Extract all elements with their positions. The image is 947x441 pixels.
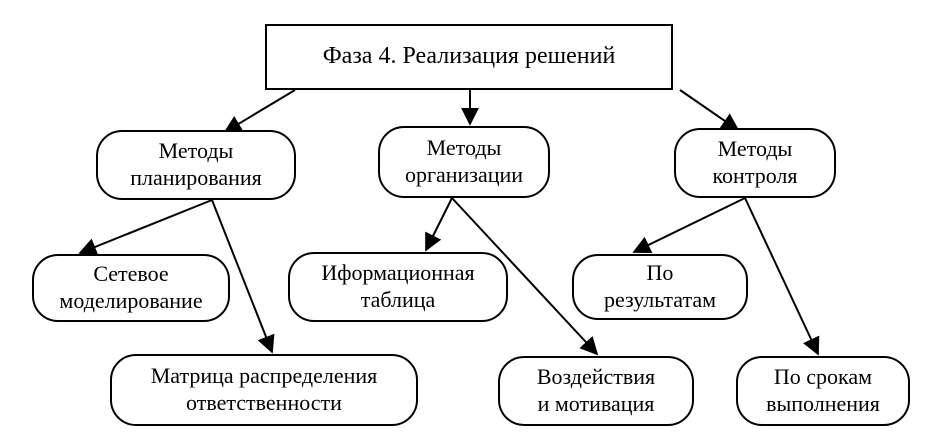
planning-methods-box: Методы планирования bbox=[96, 130, 296, 200]
by-results-label: По результатам bbox=[603, 260, 717, 312]
network-modeling-box: Сетевое моделирование bbox=[32, 254, 230, 322]
arrow-planning-to-matrix bbox=[211, 199, 275, 354]
root-phase-box: Фаза 4. Реализация решений bbox=[265, 24, 673, 90]
arrow-root-to-planning bbox=[223, 89, 296, 133]
planning-methods-label: Методы планирования bbox=[130, 138, 262, 190]
organization-methods-label: Методы организации bbox=[404, 135, 524, 187]
control-methods-box: Методы контроля bbox=[674, 128, 836, 198]
arrow-organization-to-table bbox=[425, 197, 453, 252]
information-table-label: Иформационная таблица bbox=[321, 260, 475, 312]
responsibility-matrix-box: Матрица распределения ответственности bbox=[110, 354, 418, 426]
motivation-box: Воздействия и мотивация bbox=[498, 356, 694, 426]
arrow-planning-to-network bbox=[78, 199, 213, 256]
by-deadlines-box: По срокам выполнения bbox=[736, 356, 910, 426]
control-methods-label: Методы контроля bbox=[712, 136, 798, 188]
arrow-organization-to-motivation bbox=[451, 197, 599, 356]
responsibility-matrix-label: Матрица распределения ответственности bbox=[150, 363, 378, 415]
by-results-box: По результатам bbox=[572, 254, 748, 320]
organization-methods-box: Методы организации bbox=[378, 126, 550, 198]
information-table-box: Иформационная таблица bbox=[288, 252, 508, 322]
root-phase-label: Фаза 4. Реализация решений bbox=[322, 43, 616, 70]
arrow-control-to-deadlines bbox=[744, 197, 820, 356]
motivation-label: Воздействия и мотивация bbox=[536, 364, 656, 416]
arrow-control-to-results bbox=[632, 197, 746, 254]
arrow-root-to-control bbox=[679, 89, 740, 132]
network-modeling-label: Сетевое моделирование bbox=[59, 261, 203, 313]
by-deadlines-label: По срокам выполнения bbox=[766, 364, 880, 416]
